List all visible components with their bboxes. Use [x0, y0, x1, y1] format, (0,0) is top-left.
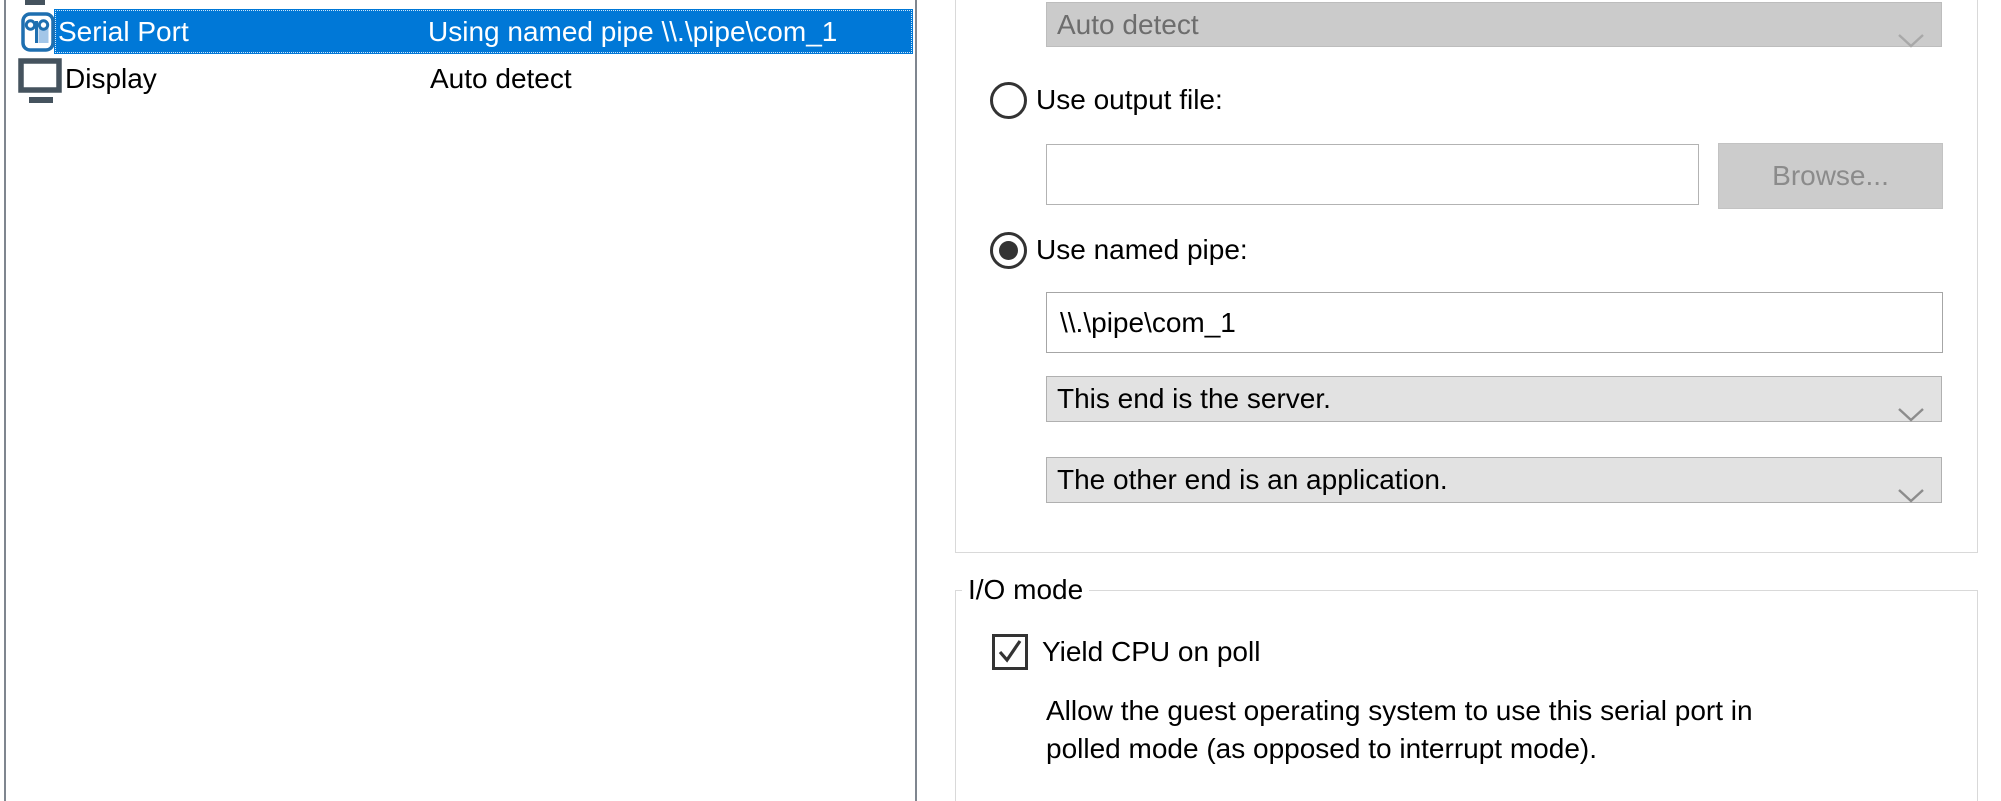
device-name-display: Display	[65, 63, 157, 94]
use-output-file-label: Use output file:	[1036, 84, 1223, 115]
yield-cpu-checkbox[interactable]	[992, 634, 1028, 670]
pipe-other-end-select-value: The other end is an application.	[1057, 464, 1448, 495]
pipe-name-input[interactable]	[1046, 292, 1943, 353]
radio-dot	[999, 241, 1018, 260]
io-mode-group-box	[955, 590, 1978, 801]
chevron-down-icon	[1897, 473, 1925, 517]
checkmark-icon	[998, 640, 1022, 663]
io-mode-group-label: I/O mode	[962, 573, 1090, 607]
use-output-file-radio[interactable]	[990, 82, 1027, 119]
device-list-left-border	[4, 0, 6, 801]
chevron-down-icon	[1897, 392, 1925, 436]
connection-group-box	[955, 0, 1978, 553]
device-summary-serial-port: Using named pipe \\.\pipe\com_1	[428, 16, 838, 47]
cropped-device-icon	[25, 0, 45, 5]
serial-port-icon	[21, 12, 55, 57]
physical-port-select[interactable]: Auto detect	[1046, 2, 1942, 48]
device-summary-display: Auto detect	[430, 63, 572, 94]
device-list-right-border	[915, 0, 917, 801]
io-mode-description-line1: Allow the guest operating system to use …	[1046, 695, 1753, 726]
display-icon	[18, 58, 62, 109]
pipe-end-select[interactable]: This end is the server.	[1046, 376, 1942, 422]
io-mode-description-line2: polled mode (as opposed to interrupt mod…	[1046, 733, 1597, 764]
use-named-pipe-label: Use named pipe:	[1036, 234, 1248, 265]
browse-button[interactable]: Browse...	[1718, 143, 1943, 209]
output-file-input[interactable]	[1046, 144, 1699, 205]
device-name-serial-port: Serial Port	[58, 16, 189, 47]
pipe-other-end-select[interactable]: The other end is an application.	[1046, 457, 1942, 503]
yield-cpu-label: Yield CPU on poll	[1042, 636, 1261, 667]
device-row-serial-port[interactable]	[54, 9, 913, 54]
use-named-pipe-radio[interactable]	[990, 232, 1027, 269]
pipe-end-select-value: This end is the server.	[1057, 383, 1331, 414]
physical-port-select-value: Auto detect	[1057, 9, 1199, 40]
chevron-down-icon	[1897, 18, 1925, 62]
